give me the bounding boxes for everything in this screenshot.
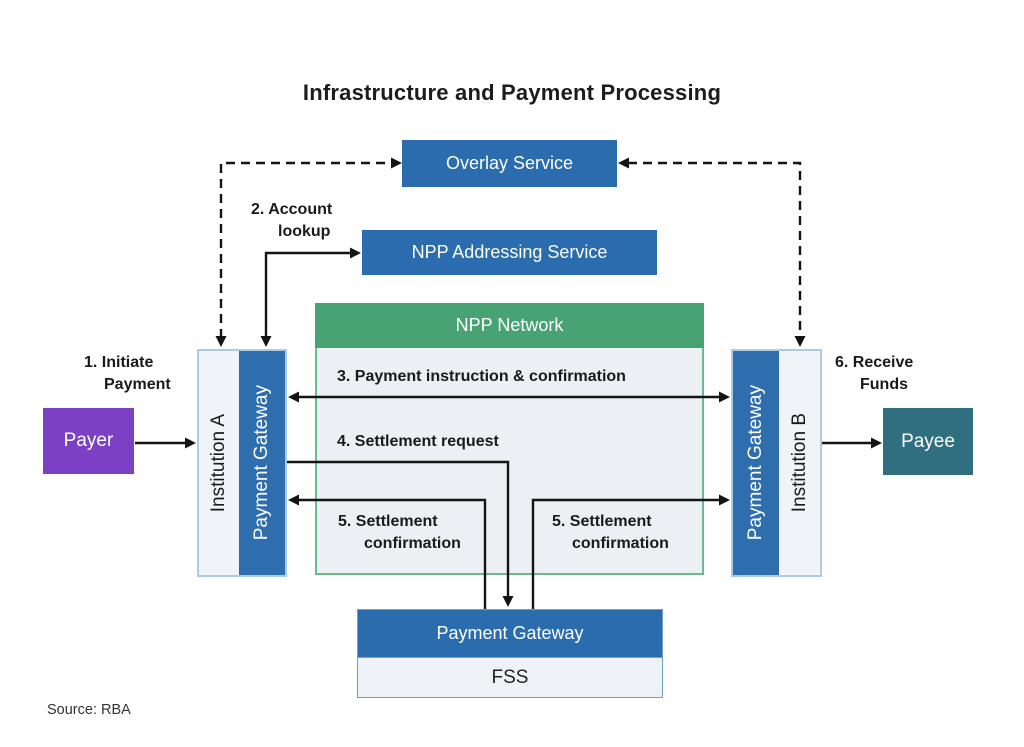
- payment-gateway-b-box: Payment Gateway: [733, 351, 779, 575]
- institution-b-box: Institution B: [779, 351, 820, 575]
- step2-account-lookup-label: 2. Account lookup: [251, 201, 333, 240]
- npp-addressing-service-label: NPP Addressing Service: [411, 242, 608, 262]
- payee-box: Payee: [883, 408, 973, 475]
- institution-a-box: Institution A: [199, 351, 239, 575]
- npp-network-header: NPP Network: [315, 303, 704, 348]
- payer-box: Payer: [43, 408, 134, 474]
- payment-gateway-a-box: Payment Gateway: [239, 351, 285, 575]
- fss-box: FSS: [358, 657, 662, 697]
- overlay-service-box: Overlay Service: [402, 140, 617, 187]
- payer-label: Payer: [63, 430, 114, 451]
- payment-gateway-a-label: Payment Gateway: [251, 385, 272, 541]
- overlay-service-label: Overlay Service: [445, 153, 574, 173]
- settlement-group: Payment Gateway FSS: [357, 609, 663, 698]
- step3-payment-instruction-label: 3. Payment instruction & confirmation: [337, 368, 626, 385]
- step1-initiate-payment-label: 1. Initiate Payment: [84, 354, 171, 393]
- institution-b-group: Payment Gateway Institution B: [731, 349, 822, 577]
- source-note: Source: RBA: [47, 702, 131, 718]
- step5-settlement-confirmation-left-label: 5. Settlement confirmation: [338, 513, 461, 552]
- step5-settlement-confirmation-right-label: 5. Settlement confirmation: [552, 513, 669, 552]
- diagram-title: Infrastructure and Payment Processing: [302, 80, 722, 105]
- initiate-payment-arrow: [135, 437, 196, 449]
- payee-label: Payee: [901, 430, 955, 452]
- receive-funds-arrow: [822, 437, 882, 449]
- settlement-payment-gateway-label: Payment Gateway: [436, 623, 584, 643]
- institution-a-label: Institution A: [208, 413, 229, 513]
- fss-label: FSS: [491, 666, 529, 688]
- npp-addressing-service-box: NPP Addressing Service: [362, 230, 657, 275]
- institution-b-label: Institution B: [788, 413, 810, 513]
- step4-settlement-request-label: 4. Settlement request: [337, 433, 499, 450]
- step6-receive-funds-label: 6. Receive Funds: [835, 354, 914, 393]
- npp-network-label: NPP Network: [455, 315, 564, 335]
- settlement-payment-gateway-box: Payment Gateway: [358, 610, 662, 657]
- institution-a-group: Institution A Payment Gateway: [197, 349, 287, 577]
- payment-gateway-b-label: Payment Gateway: [745, 385, 766, 541]
